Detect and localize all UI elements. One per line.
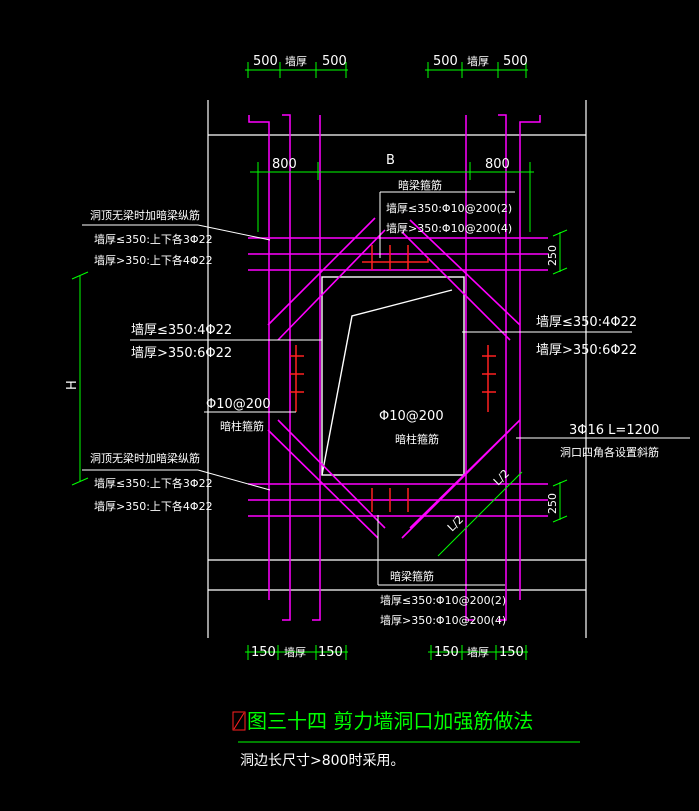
dim-250-top: 250 <box>546 245 559 266</box>
dim-mid-center: B <box>386 153 395 168</box>
left-stirrup-line2: 暗柱箍筋 <box>220 419 264 433</box>
top-long-title: 洞顶无梁时加暗梁纵筋 <box>90 208 200 222</box>
vertical-rebars <box>248 114 541 621</box>
top-stirrup-title: 暗梁箍筋 <box>398 178 442 192</box>
top-stirrup-line1: 墙厚≤350:Φ10@200(2) <box>386 201 512 215</box>
dim-bot-right-1: 150 <box>434 645 459 660</box>
dim-bot-right-3: 150 <box>499 645 524 660</box>
dim-bot-left-1: 150 <box>251 645 276 660</box>
dim-mid-left: 800 <box>272 157 297 172</box>
bot-stirrup-title: 暗梁箍筋 <box>390 569 434 583</box>
title-marker-slash <box>233 712 245 730</box>
right-col-line2: 墙厚>350:6Φ22 <box>536 343 637 358</box>
diag-bars-line2: 洞口四角各设置斜筋 <box>560 445 659 459</box>
dim-top-right-3: 500 <box>503 54 528 69</box>
drawing-title: 图三十四 剪力墙洞口加强筋做法 <box>247 709 533 733</box>
left-stirrup-line1: Φ10@200 <box>206 397 271 412</box>
dim-top-left-3: 500 <box>322 54 347 69</box>
left-col-line2: 墙厚>350:6Φ22 <box>131 346 232 361</box>
bot-long-line1: 墙厚≤350:上下各3Φ22 <box>94 476 213 490</box>
dim-top-left-2: 墙厚 <box>285 54 307 68</box>
top-long-line2: 墙厚>350:上下各4Φ22 <box>94 253 213 267</box>
title-block: 图三十四 剪力墙洞口加强筋做法 洞边长尺寸>800时采用。 <box>232 709 533 769</box>
horizontal-rebars <box>248 237 548 517</box>
dim-250-bottom: 250 <box>546 493 559 514</box>
dim-top-left-1: 500 <box>253 54 278 69</box>
top-stirrup-line2: 墙厚>350:Φ10@200(4) <box>386 221 512 235</box>
dim-bot-right-2: 墙厚 <box>467 645 489 659</box>
dim-top-right-1: 500 <box>433 54 458 69</box>
red-stirrups <box>290 245 496 512</box>
diagonal-rebars <box>267 217 521 539</box>
dim-mid-right: 800 <box>485 157 510 172</box>
top-long-line1: 墙厚≤350:上下各3Φ22 <box>94 232 213 246</box>
dim-top-right-2: 墙厚 <box>467 54 489 68</box>
title-marker-box <box>232 711 246 731</box>
dim-bot-left-3: 150 <box>318 645 343 660</box>
bot-long-title: 洞顶无梁时加暗梁纵筋 <box>90 451 200 465</box>
leader-lines <box>82 191 690 586</box>
bot-stirrup-line1: 墙厚≤350:Φ10@200(2) <box>380 593 506 607</box>
dim-bot-left-2: 墙厚 <box>284 645 306 659</box>
center-stirrup-line1: Φ10@200 <box>379 409 444 424</box>
dim-height: H <box>65 380 80 390</box>
right-col-line1: 墙厚≤350:4Φ22 <box>536 315 637 330</box>
drawing-note: 洞边长尺寸>800时采用。 <box>240 753 404 769</box>
bot-long-line2: 墙厚>350:上下各4Φ22 <box>94 499 213 513</box>
left-col-line1: 墙厚≤350:4Φ22 <box>131 323 232 338</box>
diag-bars-line1: 3Φ16 L=1200 <box>569 423 659 438</box>
dimension-lines <box>71 62 580 743</box>
bot-stirrup-line2: 墙厚>350:Φ10@200(4) <box>380 613 506 627</box>
center-stirrup-line2: 暗柱箍筋 <box>395 432 439 446</box>
opening <box>321 276 465 476</box>
wall-outline <box>207 100 587 638</box>
